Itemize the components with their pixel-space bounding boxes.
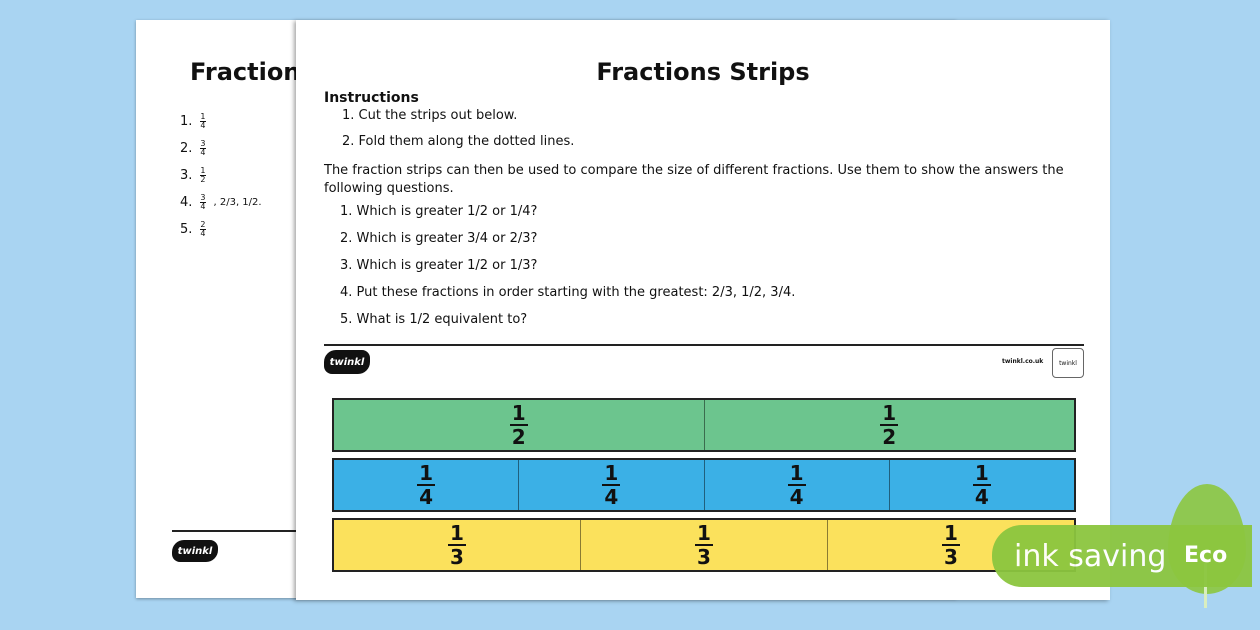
instruction-step: 2. Fold them along the dotted lines. (342, 134, 575, 149)
instruction-step: 1. Cut the strips out below. (342, 108, 518, 123)
checked-badge-icon: twinkl (1052, 348, 1084, 378)
site-url: twinkl.co.uk (1002, 358, 1044, 365)
instructions-paragraph: The fraction strips can then be used to … (324, 163, 1064, 196)
worksheet-title: Fractions Strips (596, 58, 810, 86)
instructions-heading: Instructions (324, 90, 419, 106)
question: 5. What is 1/2 equivalent to? (340, 312, 528, 327)
question: 2. Which is greater 3/4 or 2/3? (340, 231, 538, 246)
question: 1. Which is greater 1/2 or 1/4? (340, 204, 538, 219)
divider (172, 530, 302, 532)
twinkl-logo: twinkl (172, 540, 218, 562)
question: 3. Which is greater 1/2 or 1/3? (340, 258, 538, 273)
worksheet: Fractions Strips Instructions 1. Cut the… (296, 20, 1110, 600)
ink-saving-badge: ink saving (992, 525, 1252, 587)
divider (324, 344, 1084, 346)
question: 4. Put these fractions in order starting… (340, 285, 796, 300)
answer-sheet-title: Fraction (190, 58, 301, 86)
eco-label: Eco (1184, 543, 1228, 568)
twinkl-logo: twinkl (324, 350, 370, 374)
ink-saving-label: ink saving (1014, 538, 1167, 574)
